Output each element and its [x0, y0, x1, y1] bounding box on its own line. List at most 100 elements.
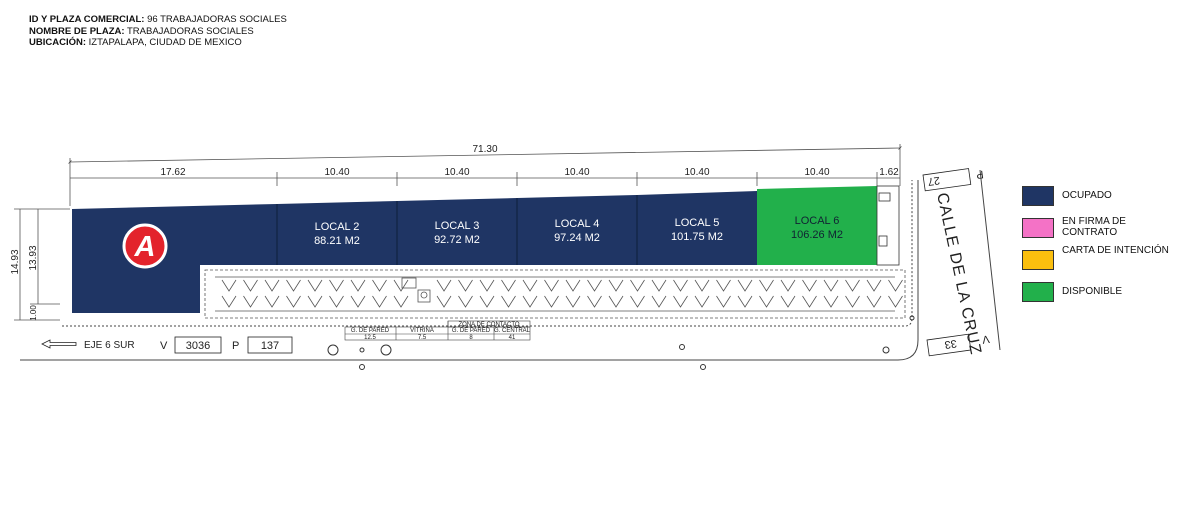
parking-stall-bottom	[802, 295, 817, 308]
legend-disponible: DISPONIBLE	[1022, 282, 1200, 312]
local-2-area: 88.21 M2	[314, 235, 360, 247]
parking-stall-top	[802, 279, 817, 292]
dim-left-inner: 13.93	[28, 245, 39, 270]
parking-stall-bottom	[501, 295, 516, 308]
parking-stall-bottom	[393, 295, 409, 308]
dim-left-outer: 14.93	[10, 249, 21, 274]
parking-stall-top	[307, 279, 323, 292]
legend-ocupado: OCUPADO	[1022, 186, 1200, 216]
side-bottom-v: V	[981, 332, 991, 345]
legend-swatch-en-firma	[1022, 218, 1054, 238]
parking-stall-bottom	[458, 295, 473, 308]
parking-stall-top	[565, 279, 581, 292]
local-3-block[interactable]	[397, 198, 517, 265]
local-4-area: 97.24 M2	[554, 232, 600, 244]
local-labels: LOCAL 2 88.21 M2 LOCAL 3 92.72 M2 LOCAL …	[314, 215, 843, 247]
parking-stall-top	[329, 279, 344, 292]
lamp-icon-2	[700, 364, 706, 370]
legend-label-disponible: DISPONIBLE	[1062, 286, 1123, 297]
parking-stall-bottom	[307, 295, 323, 308]
legend-label-ocupado: OCUPADO	[1062, 190, 1112, 201]
parking-stall-bottom	[565, 295, 581, 308]
parking-stall-top	[888, 279, 903, 292]
local-6-block[interactable]	[757, 186, 877, 265]
parking-stall-bottom	[651, 295, 667, 308]
local-6-name: LOCAL 6	[795, 215, 840, 227]
parking-stall-bottom	[716, 295, 731, 308]
parking-stall-top	[845, 279, 860, 292]
contact-val-0: 12.5	[364, 335, 376, 341]
property-line	[62, 180, 913, 327]
parking-stall-top	[458, 279, 473, 292]
parking-stall-top	[501, 279, 516, 292]
local-2-block[interactable]	[277, 201, 397, 265]
parking-stall-top	[673, 279, 688, 292]
street-p-label: P	[232, 340, 239, 352]
parking-stall-bottom	[522, 295, 538, 308]
dim-seg1: 17.62	[160, 167, 185, 178]
lamp-icon-1	[359, 364, 365, 370]
side-bottom-rect	[926, 333, 972, 357]
accessible-symbol	[420, 291, 428, 299]
legend-en-firma: EN FIRMA DE CONTRATO	[1022, 216, 1200, 248]
dim-seg6: 10.40	[804, 167, 829, 178]
legend-swatch-disponible	[1022, 282, 1054, 302]
parking-stall-bottom	[436, 295, 452, 308]
parking-stall-top	[286, 279, 301, 292]
tree-icon-2	[380, 344, 392, 356]
contact-head-3: G. CENTRAL	[494, 328, 531, 334]
parking-stall-top	[651, 279, 667, 292]
legend-swatch-ocupado	[1022, 186, 1054, 206]
dim-seg3: 10.40	[444, 167, 469, 178]
street-furniture	[327, 315, 915, 370]
anchor-logo: A	[122, 223, 168, 269]
dimension-lines	[14, 144, 902, 321]
parking-stall-bottom	[587, 295, 602, 308]
local-4-block[interactable]	[517, 195, 637, 265]
post-icon-1	[359, 347, 365, 353]
plaza-id-label: ID Y PLAZA COMERCIAL:	[29, 14, 145, 25]
side-street-name: CALLE DE LA CRUZ	[933, 191, 984, 356]
street-main-name: EJE 6 SUR	[84, 340, 135, 351]
parking-stall-bottom	[888, 295, 903, 308]
side-bottom-box: 33 V	[926, 332, 991, 357]
contact-zone-table: ZONA DE CONTACTO G. DE PARED VITRINA G. …	[344, 320, 531, 341]
parking-stall-top	[737, 279, 753, 292]
legend-swatch-carta	[1022, 250, 1054, 270]
parking-stall-bottom	[286, 295, 301, 308]
tree-icon-1	[327, 344, 339, 356]
side-top-value: 27	[927, 174, 941, 188]
parking-stall-top	[372, 279, 387, 292]
local-3-area: 92.72 M2	[434, 234, 480, 246]
legend-carta: CARTA DE INTENCIÓN	[1022, 245, 1200, 280]
parking-stall-bottom	[544, 295, 559, 308]
parking-stall-bottom	[759, 295, 774, 308]
parking-stall-top	[243, 279, 258, 292]
parking-boundary	[204, 269, 906, 319]
anchor-store-block[interactable]	[72, 204, 277, 313]
corner-service-room	[876, 185, 900, 266]
legend-label-en-firma: EN FIRMA DE CONTRATO	[1062, 216, 1126, 238]
dim-seg7: 1.62	[879, 167, 899, 178]
post-icon-3	[882, 346, 890, 354]
street-v-value: 3036	[186, 340, 210, 352]
dim-left-bottom: 1.00	[29, 305, 38, 321]
parking-stall-top	[544, 279, 559, 292]
parking-stall-bottom	[243, 295, 258, 308]
parking-stall-bottom	[866, 295, 882, 308]
contact-zone-header-box	[447, 320, 531, 328]
parking-stall-top	[393, 279, 409, 292]
local-5-area: 101.75 M2	[671, 231, 723, 243]
parking-stall-top	[823, 279, 839, 292]
side-top-rect	[922, 168, 972, 192]
street-p-box	[247, 336, 293, 354]
post-icon-2	[679, 344, 685, 350]
plaza-name-line: NOMBRE DE PLAZA: TRABAJADORAS SOCIALES	[29, 26, 287, 38]
local-5-block[interactable]	[637, 191, 757, 265]
plaza-location-line: UBICACIÓN: IZTAPALAPA, CIUDAD DE MEXICO	[29, 37, 287, 49]
street-v-label: V	[160, 340, 168, 352]
parking-stall-bottom	[845, 295, 860, 308]
dim-seg2: 10.40	[324, 167, 349, 178]
parking-stall-top	[522, 279, 538, 292]
